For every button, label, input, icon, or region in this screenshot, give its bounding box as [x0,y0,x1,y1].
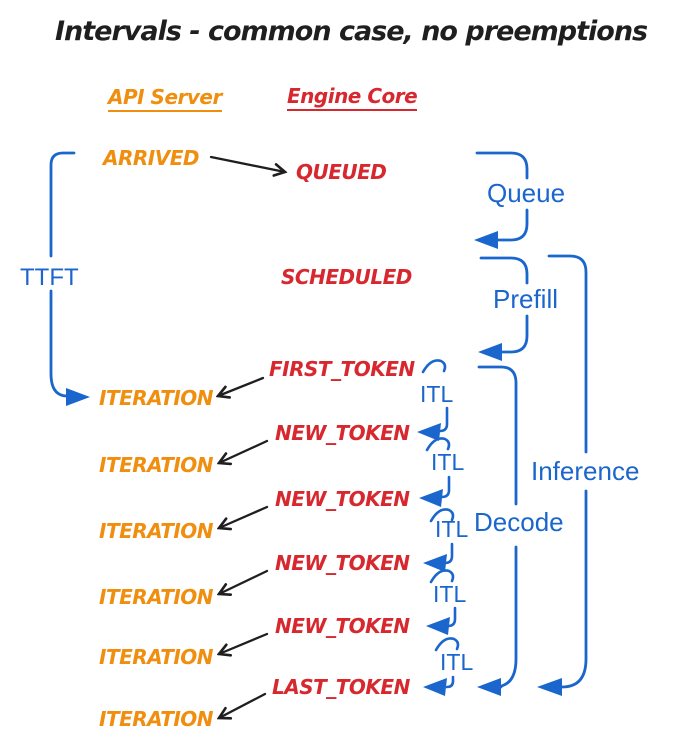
itl-arrowhead-icon [426,617,450,635]
interval-label-decode: Decode [474,507,564,537]
column-header-engine-core: Engine Core [287,84,418,111]
event-arrived: ARRIVED [103,146,199,170]
event-new-token-1: NEW_TOKEN [275,421,410,445]
interval-label-itl-1: ITL [420,381,454,407]
interval-label-inference: Inference [531,456,640,486]
event-new-token-2: NEW_TOKEN [275,487,410,511]
ttft-bracket [49,151,90,406]
inference-bracket [537,254,588,696]
itl-bracket-3 [423,508,455,572]
itl-arrowhead-icon [423,678,447,696]
itl-arrowhead-icon [423,554,447,572]
event-iteration-4: ITERATION [99,585,214,609]
event-iteration-5: ITERATION [99,645,214,669]
itl-bracket-1 [417,359,449,441]
interval-label-queue: Queue [487,178,566,208]
interval-label-itl-4: ITL [433,581,467,607]
interval-label-ttft: TTFT [20,264,79,291]
itl-arrowhead-icon [417,423,441,441]
decode-arrowhead-icon [477,678,501,696]
new-token-4-to-iteration-arrow [219,632,269,654]
prefill-bracket [478,256,529,361]
first-token-to-iteration-arrow [218,376,265,396]
interval-label-prefill: Prefill [493,284,559,314]
event-iteration-1: ITERATION [99,386,214,410]
new-token-1-to-iteration-arrow [219,439,269,463]
event-scheduled: SCHEDULED [281,265,412,289]
itl-bracket-5 [423,637,460,696]
interval-label-itl-3: ITL [435,516,469,542]
decode-bracket [477,365,518,696]
event-iteration-3: ITERATION [99,519,214,543]
event-queued: QUEUED [296,160,387,184]
new-token-3-to-iteration-arrow [219,569,269,594]
itl-bracket-4 [426,569,457,635]
itl-arrowhead-icon [419,489,443,507]
event-iteration-2: ITERATION [99,453,214,477]
event-iteration-6: ITERATION [99,707,214,731]
event-new-token-4: NEW_TOKEN [275,614,410,638]
event-last-token: LAST_TOKEN [272,675,410,699]
itl-bracket-2 [419,437,451,507]
new-token-2-to-iteration-arrow [219,505,269,528]
interval-label-itl-5: ITL [440,649,474,675]
interval-label-itl-2: ITL [431,449,465,475]
diagram-title: Intervals - common case, no preemptions [55,16,648,47]
column-header-api-server: API Server [108,85,222,112]
event-first-token: FIRST_TOKEN [269,357,415,381]
ttft-arrowhead-icon [66,388,90,406]
queue-arrowhead-icon [474,231,498,249]
last-token-to-iteration-arrow [219,692,267,718]
event-new-token-3: NEW_TOKEN [275,551,410,575]
prefill-arrowhead-icon [478,343,502,361]
inference-arrowhead-icon [537,678,562,696]
queue-bracket [474,151,529,249]
arrived-to-queued-arrow [209,155,285,172]
